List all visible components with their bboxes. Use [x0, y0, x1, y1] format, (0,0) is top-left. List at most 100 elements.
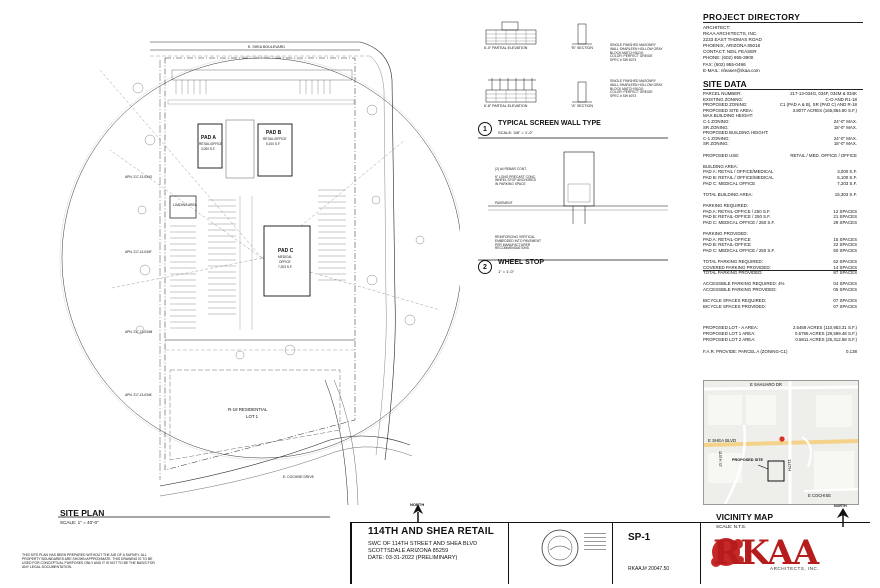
site-plan-drawing	[58, 41, 460, 522]
site-data-value: C-O AND R1-18	[825, 96, 857, 102]
firm-logo: RKAA	[713, 533, 819, 573]
site-data-value: 07 SPACES	[833, 298, 857, 304]
site-data-row: ACCESSIBLE PARKING REQUIRED: 4% 04 SPACES	[703, 281, 857, 286]
apn-label-3: APN: 217-13-034M	[125, 330, 153, 334]
vm-street-sahuaro: E SAHUARO DR	[750, 382, 782, 387]
site-data-label: TOTAL PARKING REQUIRED:	[703, 259, 763, 264]
project-title: 114TH AND SHEA RETAIL	[368, 526, 495, 537]
site-data-value: 22 SPACES	[833, 242, 857, 248]
site-data-row: BUILDING AREA:	[703, 164, 857, 169]
site-data-label: PAD A: RETAIL-OFFICE / 250 S.F.	[703, 208, 771, 214]
lot-area-label: PROPOSED LOT 1 AREA:	[703, 331, 756, 337]
site-data-label: PAD B: RETAIL-OFFICE	[703, 242, 751, 248]
site-data-label: PAD C: MEDICAL OFFICE / 250 S.F.	[703, 219, 775, 225]
directory-divider	[703, 22, 863, 23]
far-value: 0.138	[846, 349, 857, 355]
title-block-rule-3	[612, 522, 613, 584]
site-data-row: BICYCLE SPACES PROVIDED:07 SPACES	[703, 304, 857, 309]
site-data-row: PAD C: MEDICAL OFFICE / 250 S.F.29 SPACE…	[703, 220, 857, 225]
site-data-row: PROPOSED ZONING: C1 (PAD A & B), SR (PAD …	[703, 102, 857, 107]
site-data-title: SITE DATA	[703, 79, 747, 89]
screen-wall-details	[478, 21, 668, 261]
lot-area-value: 0.5811 ACRES (25,312.58 S.F.)	[795, 337, 857, 343]
vm-street-cochise: E COCHISE	[808, 493, 832, 498]
site-plan-scale: SCALE: 1" = 40'-0"	[60, 520, 99, 525]
lot-area-row: PROPOSED LOT 2 AREA:0.5811 ACRES (25,312…	[703, 337, 857, 342]
site-data-row: TOTAL BUILDING AREA: 15,303 S.F.	[703, 192, 857, 197]
title-block-rule-1	[350, 522, 352, 584]
lot-area-row: PROPOSED LOT 1 AREA:0.6795 ACRES (29,599…	[703, 331, 857, 336]
loading-area-label: LOADING AREA	[173, 203, 197, 207]
detail-1-marker: 1	[478, 122, 492, 136]
firm-logo-subtitle: ARCHITECTS, INC.	[770, 566, 820, 571]
far-row: F.A.R. PROVIDE: PARCEL A (ZONING-C1) 0.13…	[703, 349, 857, 354]
lot-area-label: PROPOSED LOT - A AREA:	[703, 325, 759, 331]
site-data-label: TOTAL BUILDING AREA:	[703, 191, 753, 197]
job-number: RKAAJ# 20047.50	[628, 566, 670, 572]
site-data-row: PARKING REQUIRED:	[703, 203, 857, 208]
site-data-row: EXISTING ZONING:C-O AND R1-18	[703, 97, 857, 102]
site-data-row: SR ZONING:18'-0" MAX.	[703, 125, 857, 130]
site-data-row: PAD A: RETAIL-OFFICE / 250 S.F.12 SPACES	[703, 209, 857, 214]
site-data-label: PROPOSED USE:	[703, 152, 740, 158]
site-data-label: PARCEL NUMBER:	[703, 91, 742, 96]
site-data-value: 87 SPACES	[833, 270, 857, 276]
site-data-label: C-1 ZONING:	[703, 119, 730, 124]
site-data-row: PROPOSED BUILDING HEIGHT:	[703, 130, 857, 135]
site-data-value: 04 SPACES	[833, 281, 857, 287]
architect-seal-icon	[541, 529, 579, 567]
site-data-row: PROPOSED SITE AREA:3.8077 ACRES (165,864…	[703, 108, 857, 113]
elevation-2-label: 6'-8" PARTIAL ELEVATION	[484, 104, 528, 108]
seal-text-block	[584, 530, 606, 570]
detail-2-title: WHEEL STOP	[498, 259, 545, 266]
site-data-value: 15,303 S.F.	[834, 191, 857, 197]
vicinity-map-graphic	[704, 381, 858, 504]
site-data-value: 24'-0" MAX.	[833, 135, 857, 141]
pad-a-label: PAD A	[201, 135, 216, 141]
site-data-label: PAD C: MEDICAL OFFICE	[703, 180, 756, 186]
site-plan-title: SITE PLAN	[60, 508, 105, 518]
vm-street-115th: 115TH ST	[718, 451, 722, 468]
wheel-stop-pavement-note: PAVEMENT	[495, 201, 513, 205]
site-data-label: PROPOSED ZONING:	[703, 102, 748, 108]
apn-label-4: APN: 217-13-034K	[125, 393, 152, 397]
vm-street-114th: 114TH	[787, 459, 792, 472]
site-data-row: PAD B: RETAIL-OFFICE 22 SPACES	[703, 242, 857, 247]
vicinity-map-title: VICINITY MAP	[716, 512, 773, 522]
site-data-label: PARKING PROVIDED:	[703, 231, 748, 236]
pad-c-use2: OFFICE	[279, 260, 291, 264]
site-data-row: BICYCLE SPACES REQUIRED:07 SPACES	[703, 298, 857, 303]
site-data-value: 18'-0" MAX.	[833, 124, 857, 130]
site-data-value: 15 SPACES	[833, 236, 857, 242]
street-label-cochise: E. COCHISE DRIVE	[283, 475, 314, 479]
site-data-label: PARKING REQUIRED:	[703, 203, 749, 208]
site-data-label: ACCESSIBLE PARKING REQUIRED: 4%	[703, 281, 785, 287]
site-data-value: RETAIL / MED. OFFICE / OFFICE	[790, 152, 857, 158]
apn-label-2: APN: 217-13-034F	[125, 250, 152, 254]
site-data-label: PAD B: RETAIL-OFFICE / 250 S.F.	[703, 214, 771, 220]
detail-2-marker: 2	[478, 260, 492, 274]
section-a-label: "A" SECTION	[571, 104, 593, 108]
site-data-label: C-1 ZONING:	[703, 135, 730, 141]
site-data-row: SR ZONING:18'-0" MAX.	[703, 141, 857, 146]
wheel-stop-notes-left: (2) #4 REBAR CONT. 6" LONG PRECAST CONC.…	[495, 167, 537, 187]
vicinity-north-label: NORTH	[834, 504, 847, 508]
pad-c-area: 7,203 S.F.	[278, 265, 293, 269]
site-data-row: PARKING PROVIDED:	[703, 231, 857, 236]
vicinity-map-scale: SCALE: N.T.S.	[716, 524, 747, 529]
title-block-rule-2	[508, 522, 509, 584]
far-label: F.A.R. PROVIDE: PARCEL A (ZONING-C1)	[703, 349, 788, 355]
residential-label: R-18 RESIDENTIAL	[228, 407, 268, 412]
site-data-row: C-1 ZONING: 24'-0" MAX.	[703, 136, 857, 141]
site-data-value: C1 (PAD A & B), SR (PAD C) AND R-18	[779, 102, 857, 108]
site-data-row: TOTAL PARKING REQUIRED:62 SPACES	[703, 259, 857, 264]
site-data-divider	[703, 89, 863, 90]
site-data-row: C-1 ZONING:24'-0" MAX.	[703, 119, 857, 124]
detail-2-scale: 1" = 1'-0"	[498, 269, 515, 274]
elevation-1-label: 6'-0" PARTIAL ELEVATION	[484, 46, 528, 50]
site-data-label: ACCESSIBLE PARKING PROVIDED:	[703, 287, 777, 292]
